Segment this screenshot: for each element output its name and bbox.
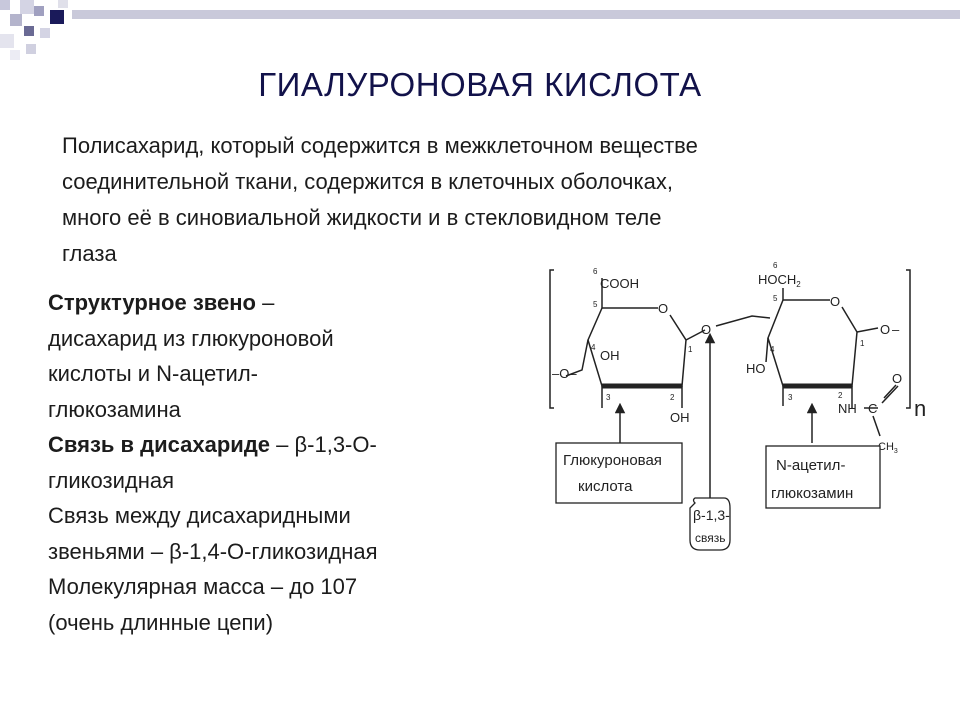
mass-line-2: (очень длинные цепи)	[48, 609, 274, 635]
box-labels: Глюкуроновая кислота N-ацетил- глюкозами…	[563, 452, 853, 545]
unit-label: Структурное звено	[48, 290, 256, 315]
box-mid-line-1: β-1,3-	[693, 507, 730, 523]
repeat-brackets	[549, 269, 911, 409]
page-title: ГИАЛУРОНОВАЯ КИСЛОТА	[258, 66, 702, 103]
cooh-label: COOH	[600, 276, 639, 291]
unit-line-2: дисахарид из глюкуроновой	[48, 325, 334, 351]
glucuronic-ring	[565, 278, 706, 408]
c2-label: 2	[670, 393, 675, 402]
link-line-1: Связь между дисахаридными	[48, 503, 351, 528]
box-left-line-1: Глюкуроновая	[563, 452, 662, 469]
c3-label: 3	[606, 393, 611, 402]
glucosamine-ring	[765, 288, 899, 437]
c4-label: 4	[591, 343, 596, 352]
box-mid-line-2: связь	[695, 531, 726, 545]
c5-label: 5	[773, 294, 778, 303]
bond-line-2: гликозидная	[48, 467, 175, 493]
label-boxes	[555, 442, 881, 509]
unit-line-3: кислоты и N-ацетил-	[48, 361, 258, 386]
c3-label: 3	[788, 393, 793, 402]
glucosamine-labels: 6 HOCH2 5 O 4 HO 1 O – 3 2 NH C O CH3	[746, 261, 902, 455]
ring-o-label: O	[830, 294, 840, 309]
acetyl-o-label: O	[892, 371, 902, 386]
ho-label: HO	[746, 361, 766, 376]
disaccharide-structure: –O– n 6 COOH 5 O 4 OH 1 3 2 OH O	[549, 261, 926, 551]
ch-subscript: 3	[894, 448, 898, 455]
intro-line: Полисахарид, который содержится в межкле…	[62, 133, 698, 158]
unit-dash: –	[255, 290, 275, 315]
ch3-label: CH3	[878, 441, 898, 455]
oh-bottom-label: OH	[670, 410, 690, 425]
oh-mid-label: OH	[600, 348, 620, 363]
box-left-line-2: кислота	[578, 478, 633, 495]
intro-line: много её в синовиальной жидкости и в сте…	[62, 205, 662, 230]
details-text: Структурное звено – дисахарид из глюкуро…	[48, 285, 518, 640]
right-dash-label: –	[892, 322, 900, 337]
link-line-2: звеньями – β-1,4-О-гликозидная	[48, 538, 378, 564]
unit-line-1: Структурное звено –	[48, 285, 518, 321]
glucuronic-labels: 6 COOH 5 O 4 OH 1 3 2 OH	[591, 267, 693, 425]
bond-text: – β-1,3-О-	[270, 432, 377, 457]
intro-line: соединительной ткани, содержится в клето…	[62, 169, 673, 194]
box-right-line-2: глюкозамин	[771, 485, 853, 502]
bond-label: Связь в дисахариде	[48, 432, 271, 457]
c4-label: 4	[770, 345, 775, 354]
ch-text: CH	[878, 441, 894, 453]
glycosidic-link	[715, 315, 771, 327]
hoch-text: HOCH	[758, 272, 796, 287]
acetyl-c-label: C	[868, 401, 877, 416]
c1-label: 1	[688, 345, 693, 354]
intro-line: глаза	[62, 241, 117, 266]
hoch2-label: HOCH2	[758, 272, 801, 289]
ring-o-label: O	[658, 301, 668, 316]
left-o-label: –O–	[552, 366, 577, 381]
box-right-line-1: N-ацетил-	[776, 457, 845, 474]
bond-line-1: Связь в дисахариде – β-1,3-О-	[48, 427, 518, 463]
c5-label: 5	[593, 300, 598, 309]
c1-label: 1	[860, 339, 865, 348]
right-o-label: O	[880, 322, 890, 337]
link-o-label: O	[701, 322, 711, 337]
hoch-subscript: 2	[796, 280, 801, 289]
nh-label: NH	[838, 401, 857, 416]
c6-label: 6	[593, 267, 598, 276]
pointer-arrows	[614, 332, 818, 498]
c2-label: 2	[838, 391, 843, 400]
slide-decoration	[0, 0, 960, 60]
beta-label-oval	[689, 497, 731, 551]
intro-text: Полисахарид, который содержится в межкле…	[62, 128, 922, 272]
unit-line-4: глюкозамина	[48, 396, 181, 422]
c6-label: 6	[773, 261, 778, 270]
repeat-n: n	[914, 396, 926, 421]
mass-line-1: Молекулярная масса – до 107	[48, 574, 358, 599]
